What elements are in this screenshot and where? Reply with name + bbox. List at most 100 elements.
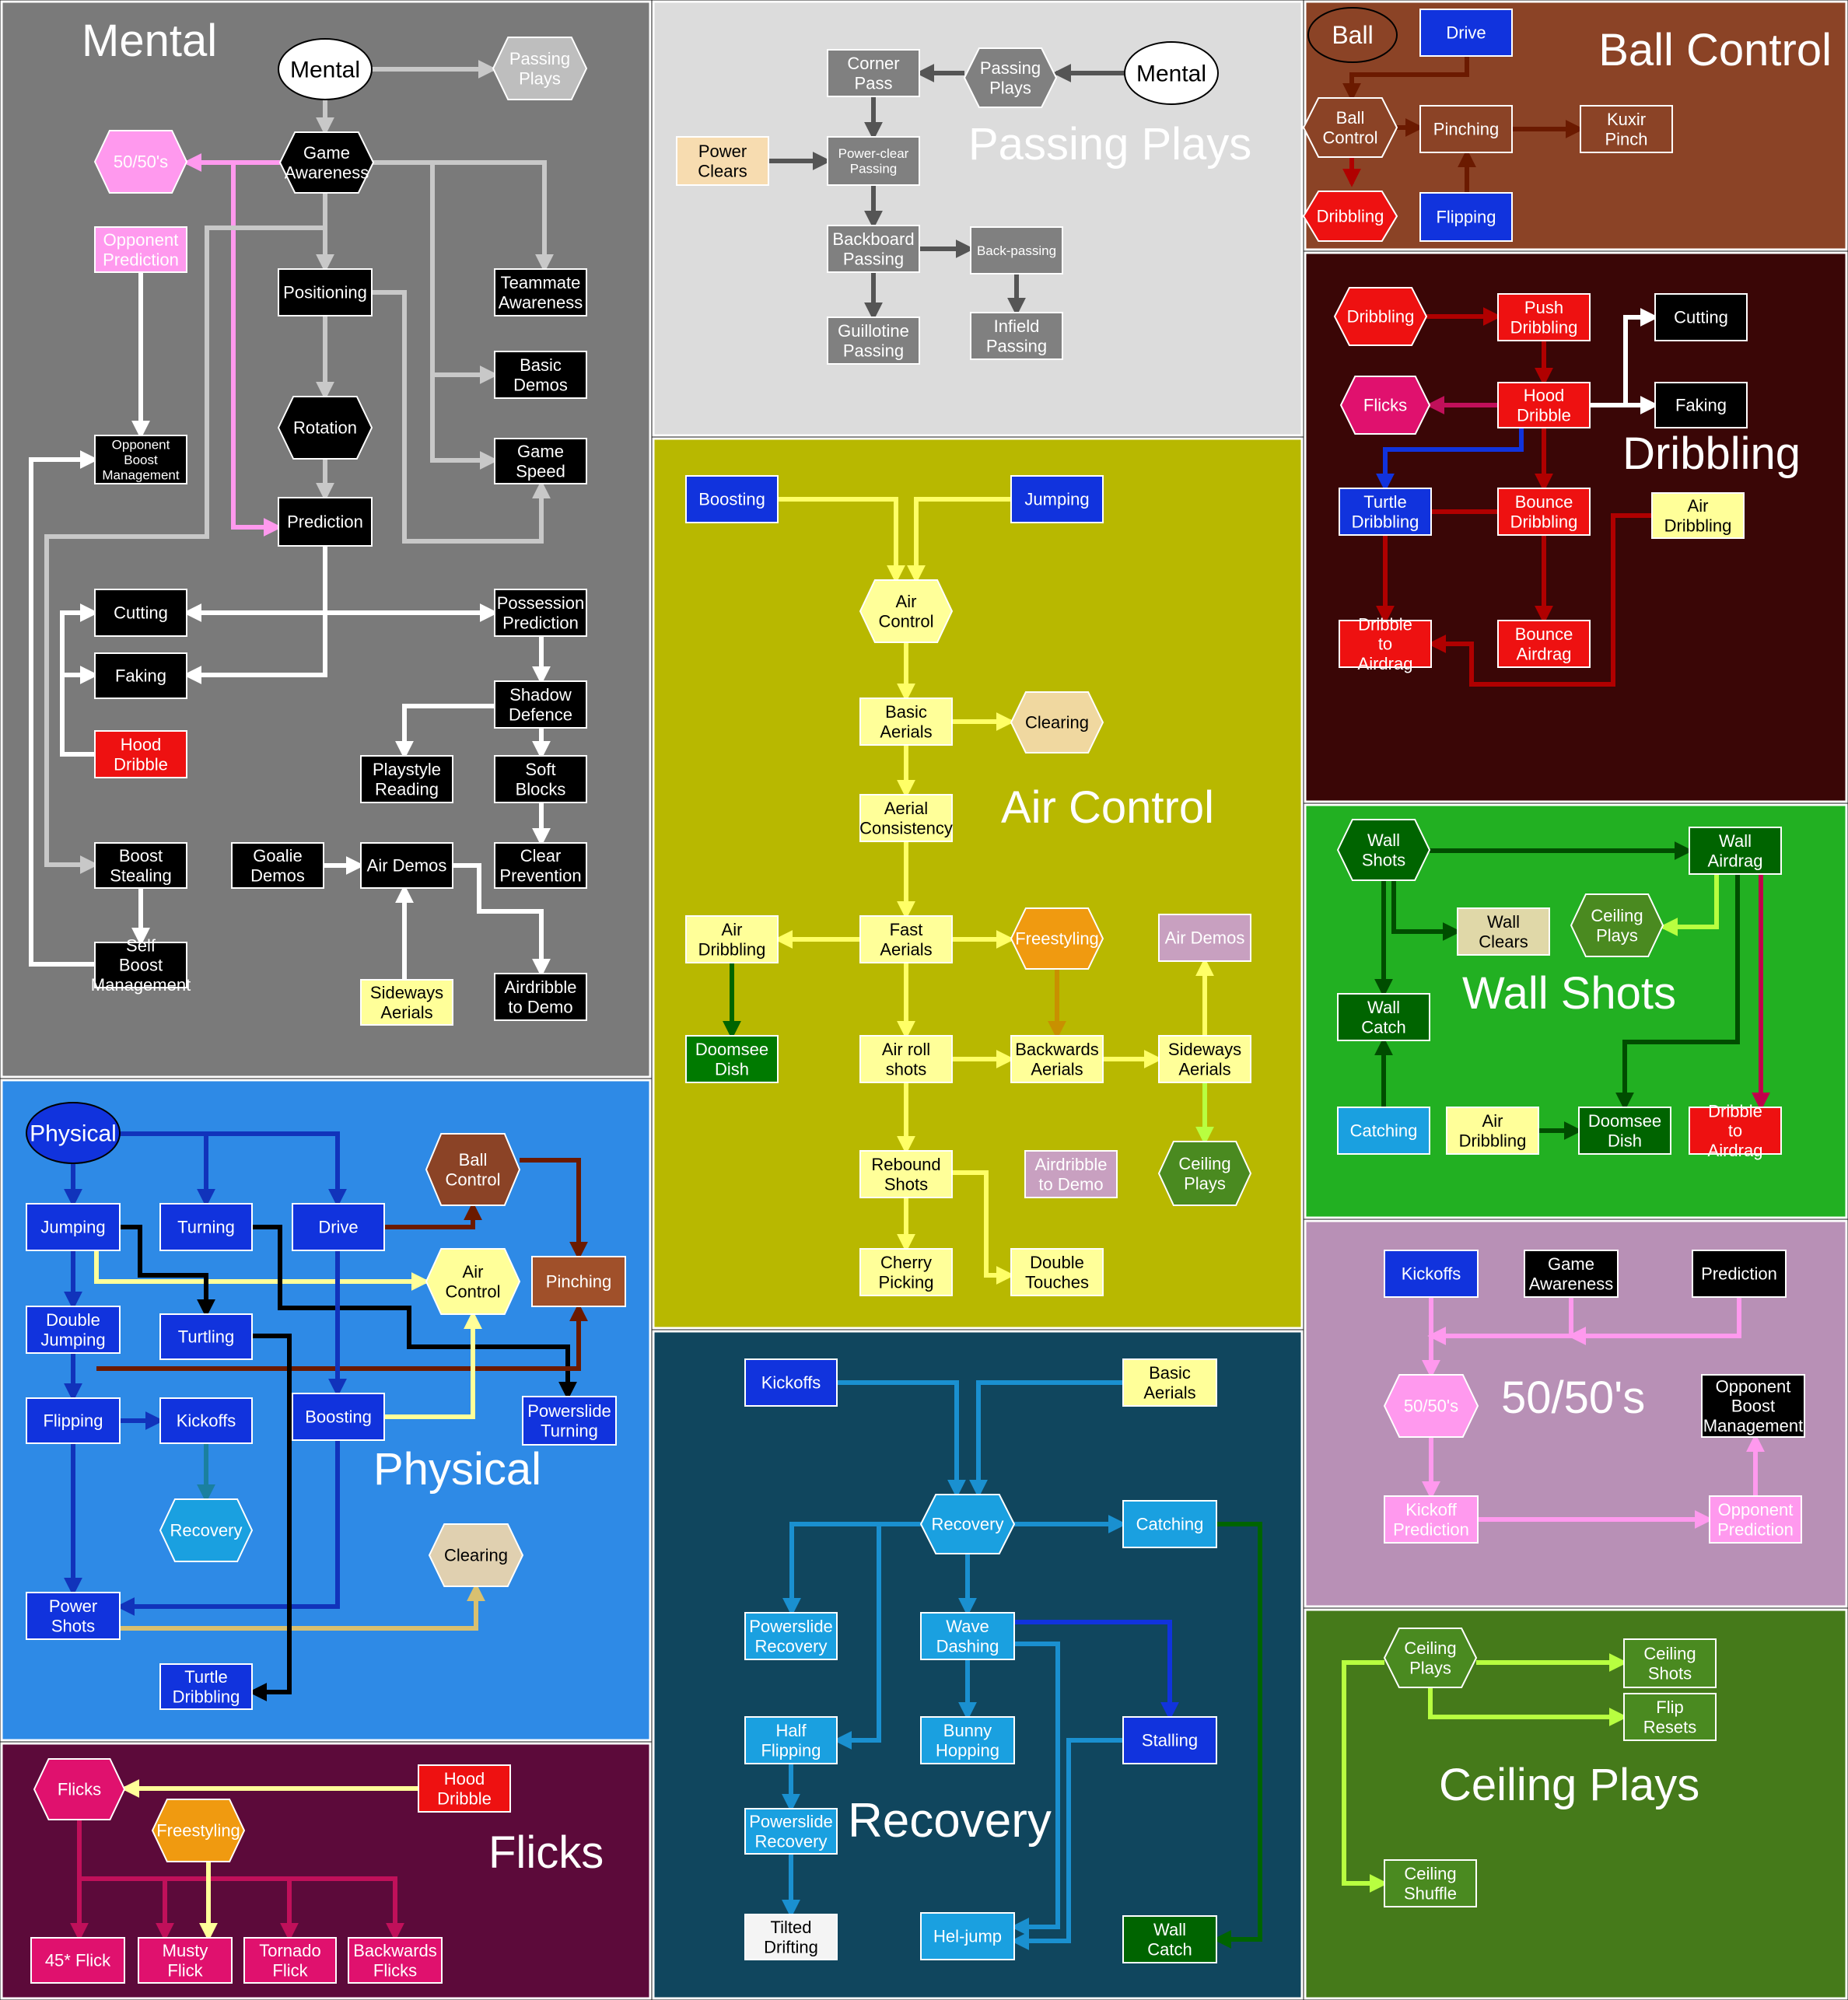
node-label: Pinching: [1433, 120, 1499, 139]
node-label: Kickoffs: [1402, 1264, 1461, 1284]
node-box: [278, 497, 373, 547]
node-label: Stalling: [1142, 1731, 1198, 1750]
node-box: [1692, 1250, 1787, 1298]
node-box: [920, 1612, 1015, 1660]
node-box: [360, 979, 453, 1026]
node-b-drib: Dribbling: [1302, 191, 1398, 242]
node-label: Air Demos: [367, 856, 447, 876]
node-m-fake: Faking: [94, 652, 187, 699]
edge-mental_pink: [231, 163, 282, 537]
node-p-backp: Back-passing: [970, 226, 1063, 274]
node-box: [494, 589, 587, 637]
node-d-cut: Cutting: [1654, 293, 1748, 341]
node-a-boost: Boosting: [685, 475, 779, 523]
node-label: Air Demos: [1165, 928, 1245, 948]
node-hexagon: [425, 1248, 521, 1315]
node-label: Ball: [1332, 21, 1373, 49]
node-label: Cutting: [114, 603, 168, 623]
node-box: [859, 1248, 953, 1296]
edge-aircontrol: [778, 497, 905, 584]
node-box: [494, 438, 587, 484]
node-ellipse: [278, 38, 373, 100]
node-m-airdemo: Air Demos: [360, 842, 453, 889]
node-label: Drive: [318, 1218, 358, 1237]
node-label: Catching: [1350, 1121, 1418, 1141]
panel-title-ceiling: Ceiling Plays: [1439, 1760, 1699, 1810]
node-box: [676, 136, 769, 186]
node-d-drib: Dribbling: [1333, 287, 1428, 346]
node-box: [159, 1313, 253, 1360]
node-ellipse: [26, 1102, 121, 1164]
node-box: [1497, 382, 1591, 428]
node-box: [685, 475, 779, 523]
node-d-fake: Faking: [1654, 382, 1748, 428]
panel-title-dribbling: Dribbling: [1622, 428, 1801, 479]
node-ph-rec: Recovery: [159, 1498, 254, 1562]
node-ph-turn: Turning: [159, 1203, 253, 1251]
node-box: [859, 1150, 953, 1198]
edge-physical_blue: [120, 1131, 347, 1208]
node-hexagon: [859, 579, 954, 643]
node-box: [1524, 1250, 1619, 1298]
node-ellipse: [1307, 7, 1398, 63]
node-box: [94, 226, 187, 273]
node-b-pinch: Pinching: [1419, 105, 1513, 153]
node-box: [1623, 1693, 1717, 1741]
node-ph-jump: Jumping: [26, 1203, 121, 1251]
node-label: Flicks: [1363, 396, 1407, 415]
node-box: [970, 312, 1063, 360]
node-box: [494, 842, 587, 889]
node-label: Recovery: [932, 1515, 1004, 1534]
node-box: [94, 652, 187, 699]
node-label: Jumping: [1024, 490, 1089, 509]
edge-physical_blue: [116, 1440, 340, 1616]
node-box: [920, 1716, 1015, 1764]
node-box: [1337, 993, 1430, 1041]
node-ph-boost: Boosting: [292, 1393, 385, 1441]
node-box: [1457, 907, 1550, 956]
node-label: 45* Flick: [45, 1951, 111, 1970]
node-box: [278, 268, 373, 316]
node-r-kick: Kickoffs: [744, 1358, 838, 1407]
edge-recovery: [1010, 1738, 1123, 1950]
node-f-5050: 50/50's: [1383, 1374, 1479, 1438]
